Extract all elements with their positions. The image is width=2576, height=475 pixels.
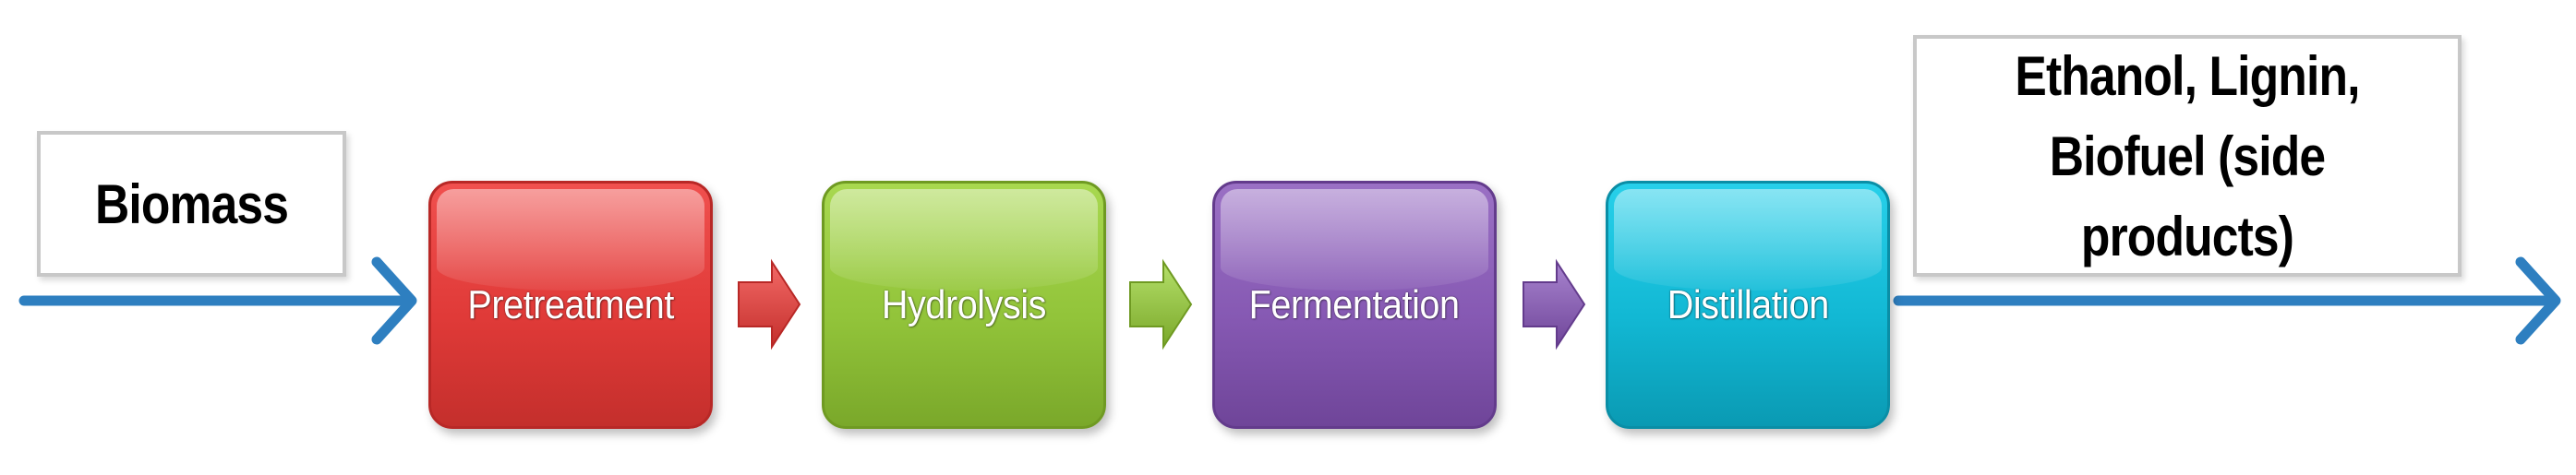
step-label-hydrolysis: Hydrolysis (881, 281, 1047, 327)
step-hydrolysis: Hydrolysis (822, 181, 1106, 429)
output-flow-arrowhead (2515, 256, 2561, 345)
arrow-fermentation-to-distillation (1523, 258, 1586, 350)
arrow-hydrolysis-to-fermentation (1129, 258, 1193, 350)
step-label-pretreatment: Pretreatment (467, 281, 674, 327)
input-flow-arrowhead (371, 256, 417, 345)
step-fermentation: Fermentation (1212, 181, 1497, 429)
arrow-pretreatment-to-hydrolysis (738, 258, 801, 350)
step-label-distillation: Distillation (1667, 281, 1829, 327)
input-label: Biomass (94, 172, 289, 235)
input-biomass-box: Biomass (37, 131, 346, 277)
step-distillation: Distillation (1606, 181, 1890, 429)
step-pretreatment: Pretreatment (428, 181, 713, 429)
output-label: Ethanol, Lignin, Biofuel (side products) (2015, 44, 2360, 267)
output-products-box: Ethanol, Lignin, Biofuel (side products) (1913, 35, 2462, 277)
step-label-fermentation: Fermentation (1249, 281, 1460, 327)
